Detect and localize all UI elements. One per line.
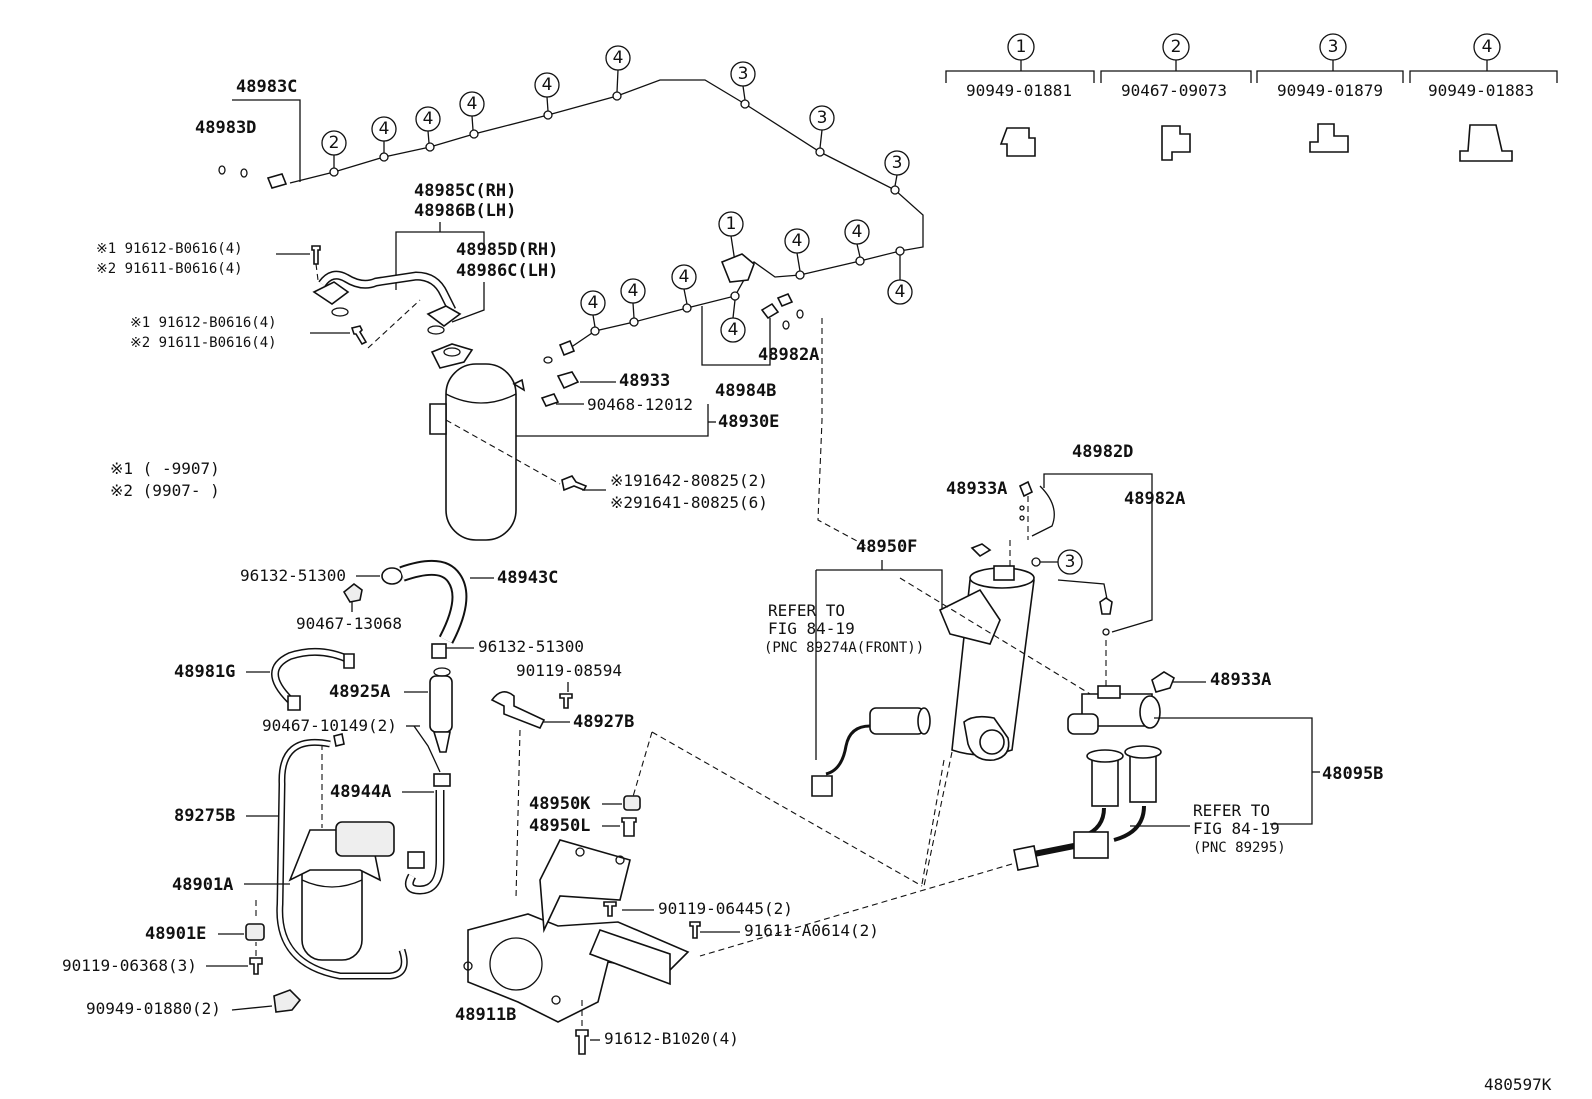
legend-item-3-number: 3: [1328, 37, 1339, 57]
label-48950F: 48950F: [856, 537, 917, 557]
label-48901E: 48901E: [145, 924, 206, 944]
label-48930E: 48930E: [718, 412, 779, 432]
label-48925A: 48925A: [329, 682, 390, 702]
svg-text:4: 4: [467, 94, 478, 114]
legend-item-1-part: 90949-01881: [966, 81, 1072, 100]
legend-item-2: 2 90467-09073: [1100, 33, 1252, 161]
label-48983D: 48983D: [195, 118, 256, 138]
label-48901A: 48901A: [172, 875, 233, 895]
svg-text:3: 3: [892, 153, 903, 173]
figure-id: 480597K: [1484, 1075, 1552, 1094]
label-bolt-1b: ※2 91611-B0616(4): [96, 261, 243, 277]
label-90119-06368: 90119-06368(3): [62, 956, 197, 975]
label-90467-13068: 90467-13068: [296, 614, 402, 633]
refer-note-1-line2: FIG 84-19: [768, 619, 855, 638]
label-48984B: 48984B: [715, 381, 776, 401]
svg-text:4: 4: [628, 281, 639, 301]
clip-3-icon: [1309, 123, 1349, 153]
clip-4-icon: [1459, 124, 1513, 162]
legend-item-4-part: 90949-01883: [1428, 81, 1534, 100]
legend-item-2-number: 2: [1171, 37, 1182, 57]
valve-48095B: [1013, 685, 1162, 871]
top-harness: 2 4 4 4 4 4 3 3 3 1 4 4 4 4 4 4 4: [218, 45, 924, 364]
label-48933A-right: 48933A: [1210, 670, 1271, 690]
label-48933A-top: 48933A: [946, 479, 1007, 499]
svg-text:4: 4: [728, 320, 739, 340]
refer-note-2-line2: FIG 84-19: [1193, 819, 1280, 838]
refer-note-2-line1: REFER TO: [1193, 801, 1270, 820]
svg-text:4: 4: [379, 119, 390, 139]
label-48985C: 48985C(RH): [414, 181, 516, 201]
svg-text:4: 4: [588, 293, 599, 313]
label-48986C: 48986C(LH): [456, 261, 558, 281]
label-91641-80825: ※291641-80825(6): [610, 493, 768, 512]
accumulator-48950F: [938, 565, 1035, 761]
label-91612-B1020: 91612-B1020(4): [604, 1029, 739, 1048]
label-48927B: 48927B: [573, 712, 634, 732]
svg-text:3: 3: [738, 64, 749, 84]
label-96132-51300-a: 96132-51300: [240, 566, 346, 585]
label-48950L: 48950L: [529, 816, 590, 836]
label-90949-01880: 90949-01880(2): [86, 999, 221, 1018]
refer-note-1-line3: (PNC 89274A(FRONT)): [764, 640, 924, 656]
label-48911B: 48911B: [455, 1005, 516, 1025]
label-48095B: 48095B: [1322, 764, 1383, 784]
svg-text:4: 4: [542, 75, 553, 95]
legend-item-3: 3 90949-01879: [1256, 33, 1404, 153]
svg-text:4: 4: [852, 222, 863, 242]
svg-text:4: 4: [423, 109, 434, 129]
label-48983C: 48983C: [236, 77, 297, 97]
label-48943C: 48943C: [497, 568, 558, 588]
label-bolt-2a: ※1 91612-B0616(4): [130, 315, 277, 331]
legend-item-1-number: 1: [1016, 37, 1027, 57]
label-89275B: 89275B: [174, 806, 235, 826]
label-48982D: 48982D: [1072, 442, 1133, 462]
note-2: ※2 (9907- ): [110, 481, 220, 500]
svg-text:4: 4: [679, 267, 690, 287]
tank-48930E: [429, 343, 526, 541]
label-48986B: 48986B(LH): [414, 201, 516, 221]
label-48950K: 48950K: [529, 794, 591, 814]
svg-text:4: 4: [792, 231, 803, 251]
label-90468-12012: 90468-12012: [587, 395, 693, 414]
label-bolt-2b: ※2 91611-B0616(4): [130, 335, 277, 351]
legend-item-2-part: 90467-09073: [1121, 81, 1227, 100]
clip-legend: 1 90949-01881 2 90467-09073 3 90949-0187…: [945, 33, 1558, 162]
label-90119-06445: 90119-06445(2): [658, 899, 793, 918]
label-48982A-mid: 48982A: [1124, 489, 1185, 509]
label-48981G: 48981G: [174, 662, 235, 682]
label-48982A-top: 48982A: [758, 345, 819, 365]
svg-text:4: 4: [613, 48, 624, 68]
clip-1-icon: [999, 127, 1036, 157]
compressor-48901A: [288, 821, 425, 961]
label-91642-80825: ※191642-80825(2): [610, 471, 768, 490]
label-48933: 48933: [619, 371, 670, 391]
label-90467-10149: 90467-10149(2): [262, 716, 397, 735]
legend-item-3-part: 90949-01879: [1277, 81, 1383, 100]
label-bolt-1a: ※1 91612-B0616(4): [96, 241, 243, 257]
refer-note-1-line1: REFER TO: [768, 601, 845, 620]
clip-2-icon: [1161, 125, 1191, 161]
legend-item-4-number: 4: [1482, 37, 1493, 57]
svg-text:1: 1: [726, 214, 737, 234]
label-48944A: 48944A: [330, 782, 391, 802]
label-96132-51300-b: 96132-51300: [478, 637, 584, 656]
label-90119-08594: 90119-08594: [516, 661, 622, 680]
note-1: ※1 ( -9907): [110, 459, 220, 478]
svg-text:4: 4: [895, 282, 906, 302]
label-91611-A0614: 91611-A0614(2): [744, 921, 879, 940]
legend-item-4: 4 90949-01883: [1409, 33, 1558, 162]
height-sensor: [811, 707, 931, 797]
svg-text:2: 2: [329, 133, 340, 153]
refer-note-2-line3: (PNC 89295): [1193, 840, 1286, 856]
bracket-48911B: [463, 839, 690, 1023]
svg-text:3: 3: [817, 108, 828, 128]
legend-item-1: 1 90949-01881: [945, 33, 1095, 157]
callout-3-mid: 3: [1065, 552, 1076, 572]
label-48985D: 48985D(RH): [456, 240, 558, 260]
